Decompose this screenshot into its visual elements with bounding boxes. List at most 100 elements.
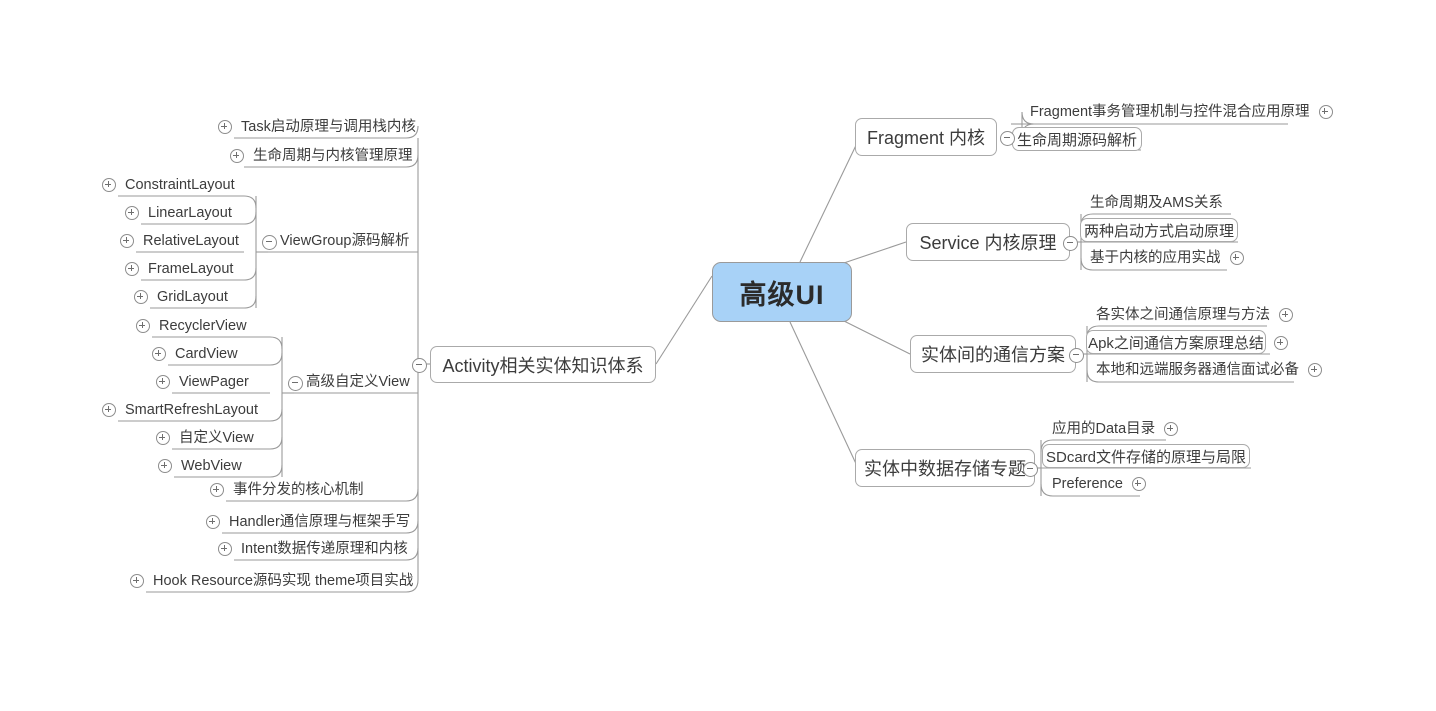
leaf-recyclerview[interactable]: RecyclerView [136, 315, 247, 337]
leaf-service-lifecycle[interactable]: 生命周期及AMS关系 [1090, 192, 1223, 214]
plus-circle-icon-storage-data-dir[interactable] [1164, 422, 1179, 436]
leaf-fragment-lifecycle[interactable]: 生命周期源码解析 [1012, 127, 1142, 151]
plus-circle-icon-recyclerview[interactable] [136, 319, 150, 333]
minus-circle-icon-storage[interactable] [1023, 462, 1038, 477]
center-node[interactable]: 高级UI [712, 262, 852, 322]
plus-circle-icon-storage-preference[interactable] [1131, 477, 1146, 491]
plus-circle-icon-viewpager[interactable] [156, 375, 170, 389]
plus-circle-icon-cardview[interactable] [152, 347, 166, 361]
leaf-comm-entities[interactable]: 各实体之间通信原理与方法 [1096, 304, 1293, 326]
leaf-label-event-dispatch: 事件分发的核心机制 [233, 482, 364, 498]
leaf-storage-data-dir[interactable]: 应用的Data目录 [1052, 418, 1179, 440]
leaf-service-practice[interactable]: 基于内核的应用实战 [1090, 247, 1244, 269]
leaf-advanced-customview[interactable]: 高级自定义View [306, 371, 410, 393]
plus-circle-icon-framelayout[interactable] [125, 262, 139, 276]
leaf-label-hook-resource: Hook Resource源码实现 theme项目实战 [153, 573, 414, 589]
leaf-label-cardview: CardView [175, 346, 238, 362]
plus-circle-icon-lifecycle-kernel[interactable] [230, 149, 244, 163]
edge-center-activity [655, 275, 713, 365]
branch-label-activity: Activity相关实体知识体系 [442, 355, 644, 376]
leaf-task-startup[interactable]: Task启动原理与调用栈内核 [218, 116, 416, 138]
leaf-handler[interactable]: Handler通信原理与框架手写 [206, 511, 410, 533]
leaf-label-intent: Intent数据传递原理和内核 [241, 541, 408, 557]
leaf-custom-view[interactable]: 自定义View [156, 427, 254, 449]
branch-node-service[interactable]: Service 内核原理 [906, 223, 1070, 261]
plus-circle-icon-linearlayout[interactable] [125, 206, 139, 220]
center-node-label: 高级UI [739, 279, 825, 310]
plus-circle-icon-handler[interactable] [206, 515, 220, 529]
leaf-label-smartrefreshlayout: SmartRefreshLayout [125, 402, 258, 418]
plus-circle-icon-hook-resource[interactable] [130, 574, 144, 588]
minus-circle-icon-communication[interactable] [1069, 348, 1084, 363]
leaf-intent[interactable]: Intent数据传递原理和内核 [218, 538, 408, 560]
plus-circle-icon-smartrefreshlayout[interactable] [102, 403, 116, 417]
leaf-label-relativelayout: RelativeLayout [143, 233, 239, 249]
leaf-label-gridlayout: GridLayout [157, 289, 228, 305]
plus-circle-icon-webview[interactable] [158, 459, 172, 473]
plus-circle-icon-event-dispatch[interactable] [210, 483, 224, 497]
leaf-label-service-start-modes: 两种启动方式启动原理 [1084, 222, 1235, 240]
edge-center-communication [837, 317, 911, 355]
minus-circle-icon-activity[interactable] [412, 358, 427, 373]
leaf-label-fragment-lifecycle: 生命周期源码解析 [1017, 131, 1138, 149]
leaf-storage-sdcard[interactable]: SDcard文件存储的原理与局限 [1042, 444, 1250, 468]
branch-label-communication: 实体间的通信方案 [921, 345, 1065, 365]
plus-circle-icon-gridlayout[interactable] [134, 290, 148, 304]
leaf-event-dispatch[interactable]: 事件分发的核心机制 [210, 479, 364, 501]
plus-circle-icon-relativelayout[interactable] [120, 234, 134, 248]
leaf-label-linearlayout: LinearLayout [148, 205, 232, 221]
plus-circle-icon-comm-entities[interactable] [1279, 308, 1293, 322]
branch-node-activity[interactable]: Activity相关实体知识体系 [430, 346, 656, 383]
leaf-label-recyclerview: RecyclerView [159, 318, 247, 334]
leaf-relativelayout[interactable]: RelativeLayout [120, 230, 239, 252]
branch-label-service: Service 内核原理 [919, 233, 1057, 253]
leaf-viewpager[interactable]: ViewPager [156, 371, 249, 393]
leaf-cardview[interactable]: CardView [152, 343, 238, 365]
plus-circle-icon-custom-view[interactable] [156, 431, 170, 445]
leaf-storage-preference[interactable]: Preference [1052, 473, 1146, 495]
leaf-label-viewpager: ViewPager [179, 374, 249, 390]
branch-label-storage: 实体中数据存储专题 [864, 459, 1026, 479]
leaf-smartrefreshlayout[interactable]: SmartRefreshLayout [102, 399, 258, 421]
leaf-webview[interactable]: WebView [158, 455, 242, 477]
leaf-label-advanced-customview: 高级自定义View [306, 374, 410, 390]
minus-circle-icon-viewgroup[interactable] [262, 235, 277, 250]
leaf-label-lifecycle-kernel: 生命周期与内核管理原理 [253, 148, 413, 164]
branch-label-fragment: Fragment 内核 [866, 128, 986, 148]
leaf-label-task-startup: Task启动原理与调用栈内核 [241, 119, 416, 135]
leaf-label-framelayout: FrameLayout [148, 261, 234, 277]
leaf-label-fragment-transaction: Fragment事务管理机制与控件混合应用原理 [1030, 104, 1310, 120]
leaf-label-service-practice: 基于内核的应用实战 [1090, 250, 1221, 266]
plus-circle-icon-constraintlayout[interactable] [102, 178, 116, 192]
leaf-gridlayout[interactable]: GridLayout [134, 286, 228, 308]
leaf-service-start-modes[interactable]: 两种启动方式启动原理 [1080, 218, 1238, 242]
leaf-label-comm-entities: 各实体之间通信原理与方法 [1096, 307, 1270, 323]
plus-circle-icon-comm-apk[interactable] [1274, 336, 1288, 350]
leaf-fragment-transaction[interactable]: Fragment事务管理机制与控件混合应用原理 [1030, 101, 1333, 123]
minus-circle-icon-fragment[interactable] [1000, 131, 1015, 146]
leaf-comm-remote[interactable]: 本地和远端服务器通信面试必备 [1096, 359, 1322, 381]
leaf-framelayout[interactable]: FrameLayout [125, 258, 233, 280]
plus-circle-icon-fragment-transaction[interactable] [1318, 105, 1333, 119]
leaf-hook-resource[interactable]: Hook Resource源码实现 theme项目实战 [130, 570, 413, 592]
leaf-constraintlayout[interactable]: ConstraintLayout [102, 174, 235, 196]
minus-circle-icon-advanced-customview[interactable] [288, 376, 303, 391]
leaf-viewgroup-source[interactable]: ViewGroup源码解析 [280, 230, 409, 252]
branch-node-communication[interactable]: 实体间的通信方案 [910, 335, 1076, 373]
leaf-linearlayout[interactable]: LinearLayout [125, 202, 232, 224]
plus-circle-icon-intent[interactable] [218, 542, 232, 556]
edge-center-storage [789, 321, 859, 469]
leaf-label-viewgroup-source: ViewGroup源码解析 [280, 233, 410, 249]
leaf-comm-apk[interactable]: Apk之间通信方案原理总结 [1086, 330, 1266, 354]
plus-circle-icon-comm-remote[interactable] [1308, 363, 1322, 377]
branch-node-storage[interactable]: 实体中数据存储专题 [855, 449, 1035, 487]
leaf-label-storage-sdcard: SDcard文件存储的原理与局限 [1045, 448, 1247, 466]
leaf-lifecycle-kernel[interactable]: 生命周期与内核管理原理 [230, 145, 413, 167]
edge-center-fragment [799, 136, 861, 263]
plus-circle-icon-task-startup[interactable] [218, 120, 232, 134]
branch-node-fragment[interactable]: Fragment 内核 [855, 118, 997, 156]
plus-circle-icon-service-practice[interactable] [1229, 251, 1244, 265]
minus-circle-icon-service[interactable] [1063, 236, 1078, 251]
leaf-label-comm-remote: 本地和远端服务器通信面试必备 [1096, 362, 1299, 378]
